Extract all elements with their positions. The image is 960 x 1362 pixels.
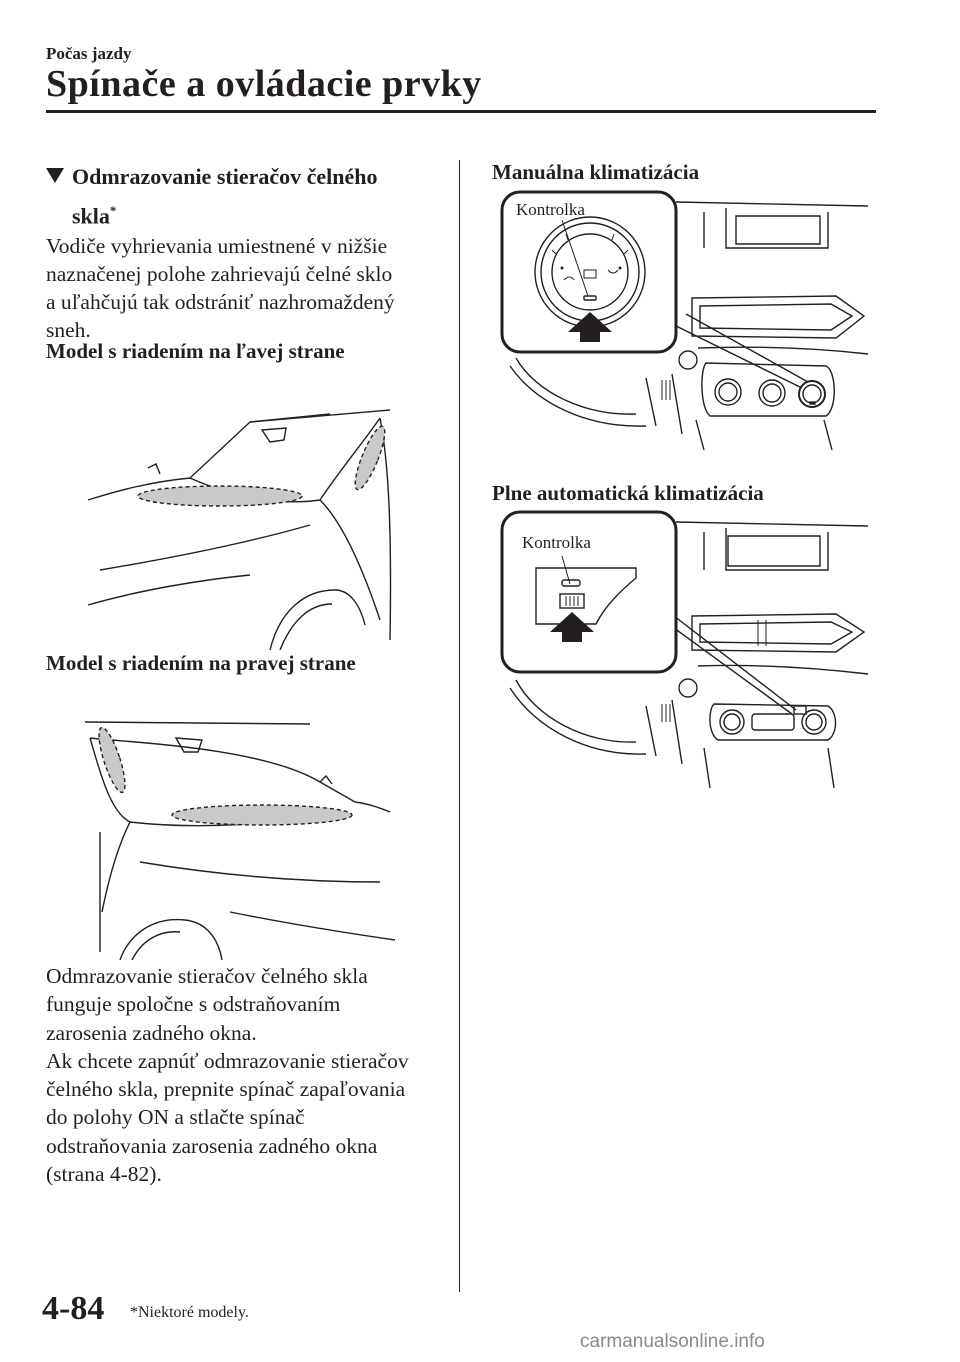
intro-line: naznačenej polohe zahrievajú čelné sklo (46, 262, 393, 286)
body-line: Ak chcete zapnúť odmrazovanie stieračov (46, 1048, 409, 1073)
body-line: zarosenia zadného okna. (46, 1020, 257, 1045)
column-divider (459, 160, 460, 1292)
subheading-manual-ac: Manuálna klimatizácia (492, 160, 700, 184)
callout-label-auto: Kontrolka (522, 533, 591, 552)
body-line: funguje spoločne s odstraňovaním (46, 992, 341, 1017)
right-hand-drive-windshield-illustration (84, 721, 396, 960)
body-paragraph: Odmrazovanie stieračov čelného skla fung… (46, 962, 446, 1188)
intro-line: sneh. (46, 318, 91, 342)
watermark: carmanualsonline.info (580, 1331, 765, 1352)
body-line: odstraňovania zarosenia zadného okna (46, 1133, 378, 1158)
title-rule (46, 110, 876, 113)
body-line: (strana 4-82). (46, 1162, 162, 1187)
intro-line: Vodiče vyhrievania umiestnené v nižšie (46, 234, 388, 258)
heading-line-1: Odmrazovanie stieračov čelného (72, 164, 378, 189)
section-label: Počas jazdy (46, 44, 132, 63)
manual-ac-dashboard-illustration: Kontrolka (500, 190, 869, 451)
callout-label-manual: Kontrolka (516, 200, 585, 219)
left-hand-drive-windshield-illustration (87, 409, 392, 650)
intro-paragraph: Vodiče vyhrievania umiestnené v nižšie n… (46, 232, 446, 344)
triangle-bullet-icon (46, 168, 64, 183)
page-number: 4-84 (42, 1290, 105, 1327)
automatic-ac-dashboard-illustration: Kontrolka (500, 510, 869, 789)
section-heading: Odmrazovanie stieračov čelného skla* (46, 160, 426, 233)
subheading-left-hand-drive: Model s riadením na ľavej strane (46, 339, 345, 363)
heading-asterisk: * (109, 203, 117, 218)
footnote: *Niektoré modely. (130, 1304, 249, 1321)
intro-line: a uľahčujú tak odstrániť nazhromaždený (46, 290, 395, 314)
body-line: do polohy ON a stlačte spínač (46, 1105, 305, 1130)
page-title: Spínače a ovládacie prvky (46, 63, 482, 105)
subheading-automatic-ac: Plne automatická klimatizácia (492, 481, 764, 505)
heading-line-2: skla (72, 203, 110, 229)
body-line: čelného skla, prepnite spínač zapaľovani… (46, 1077, 406, 1102)
subheading-right-hand-drive: Model s riadením na pravej strane (46, 651, 356, 675)
body-line: Odmrazovanie stieračov čelného skla (46, 964, 368, 988)
